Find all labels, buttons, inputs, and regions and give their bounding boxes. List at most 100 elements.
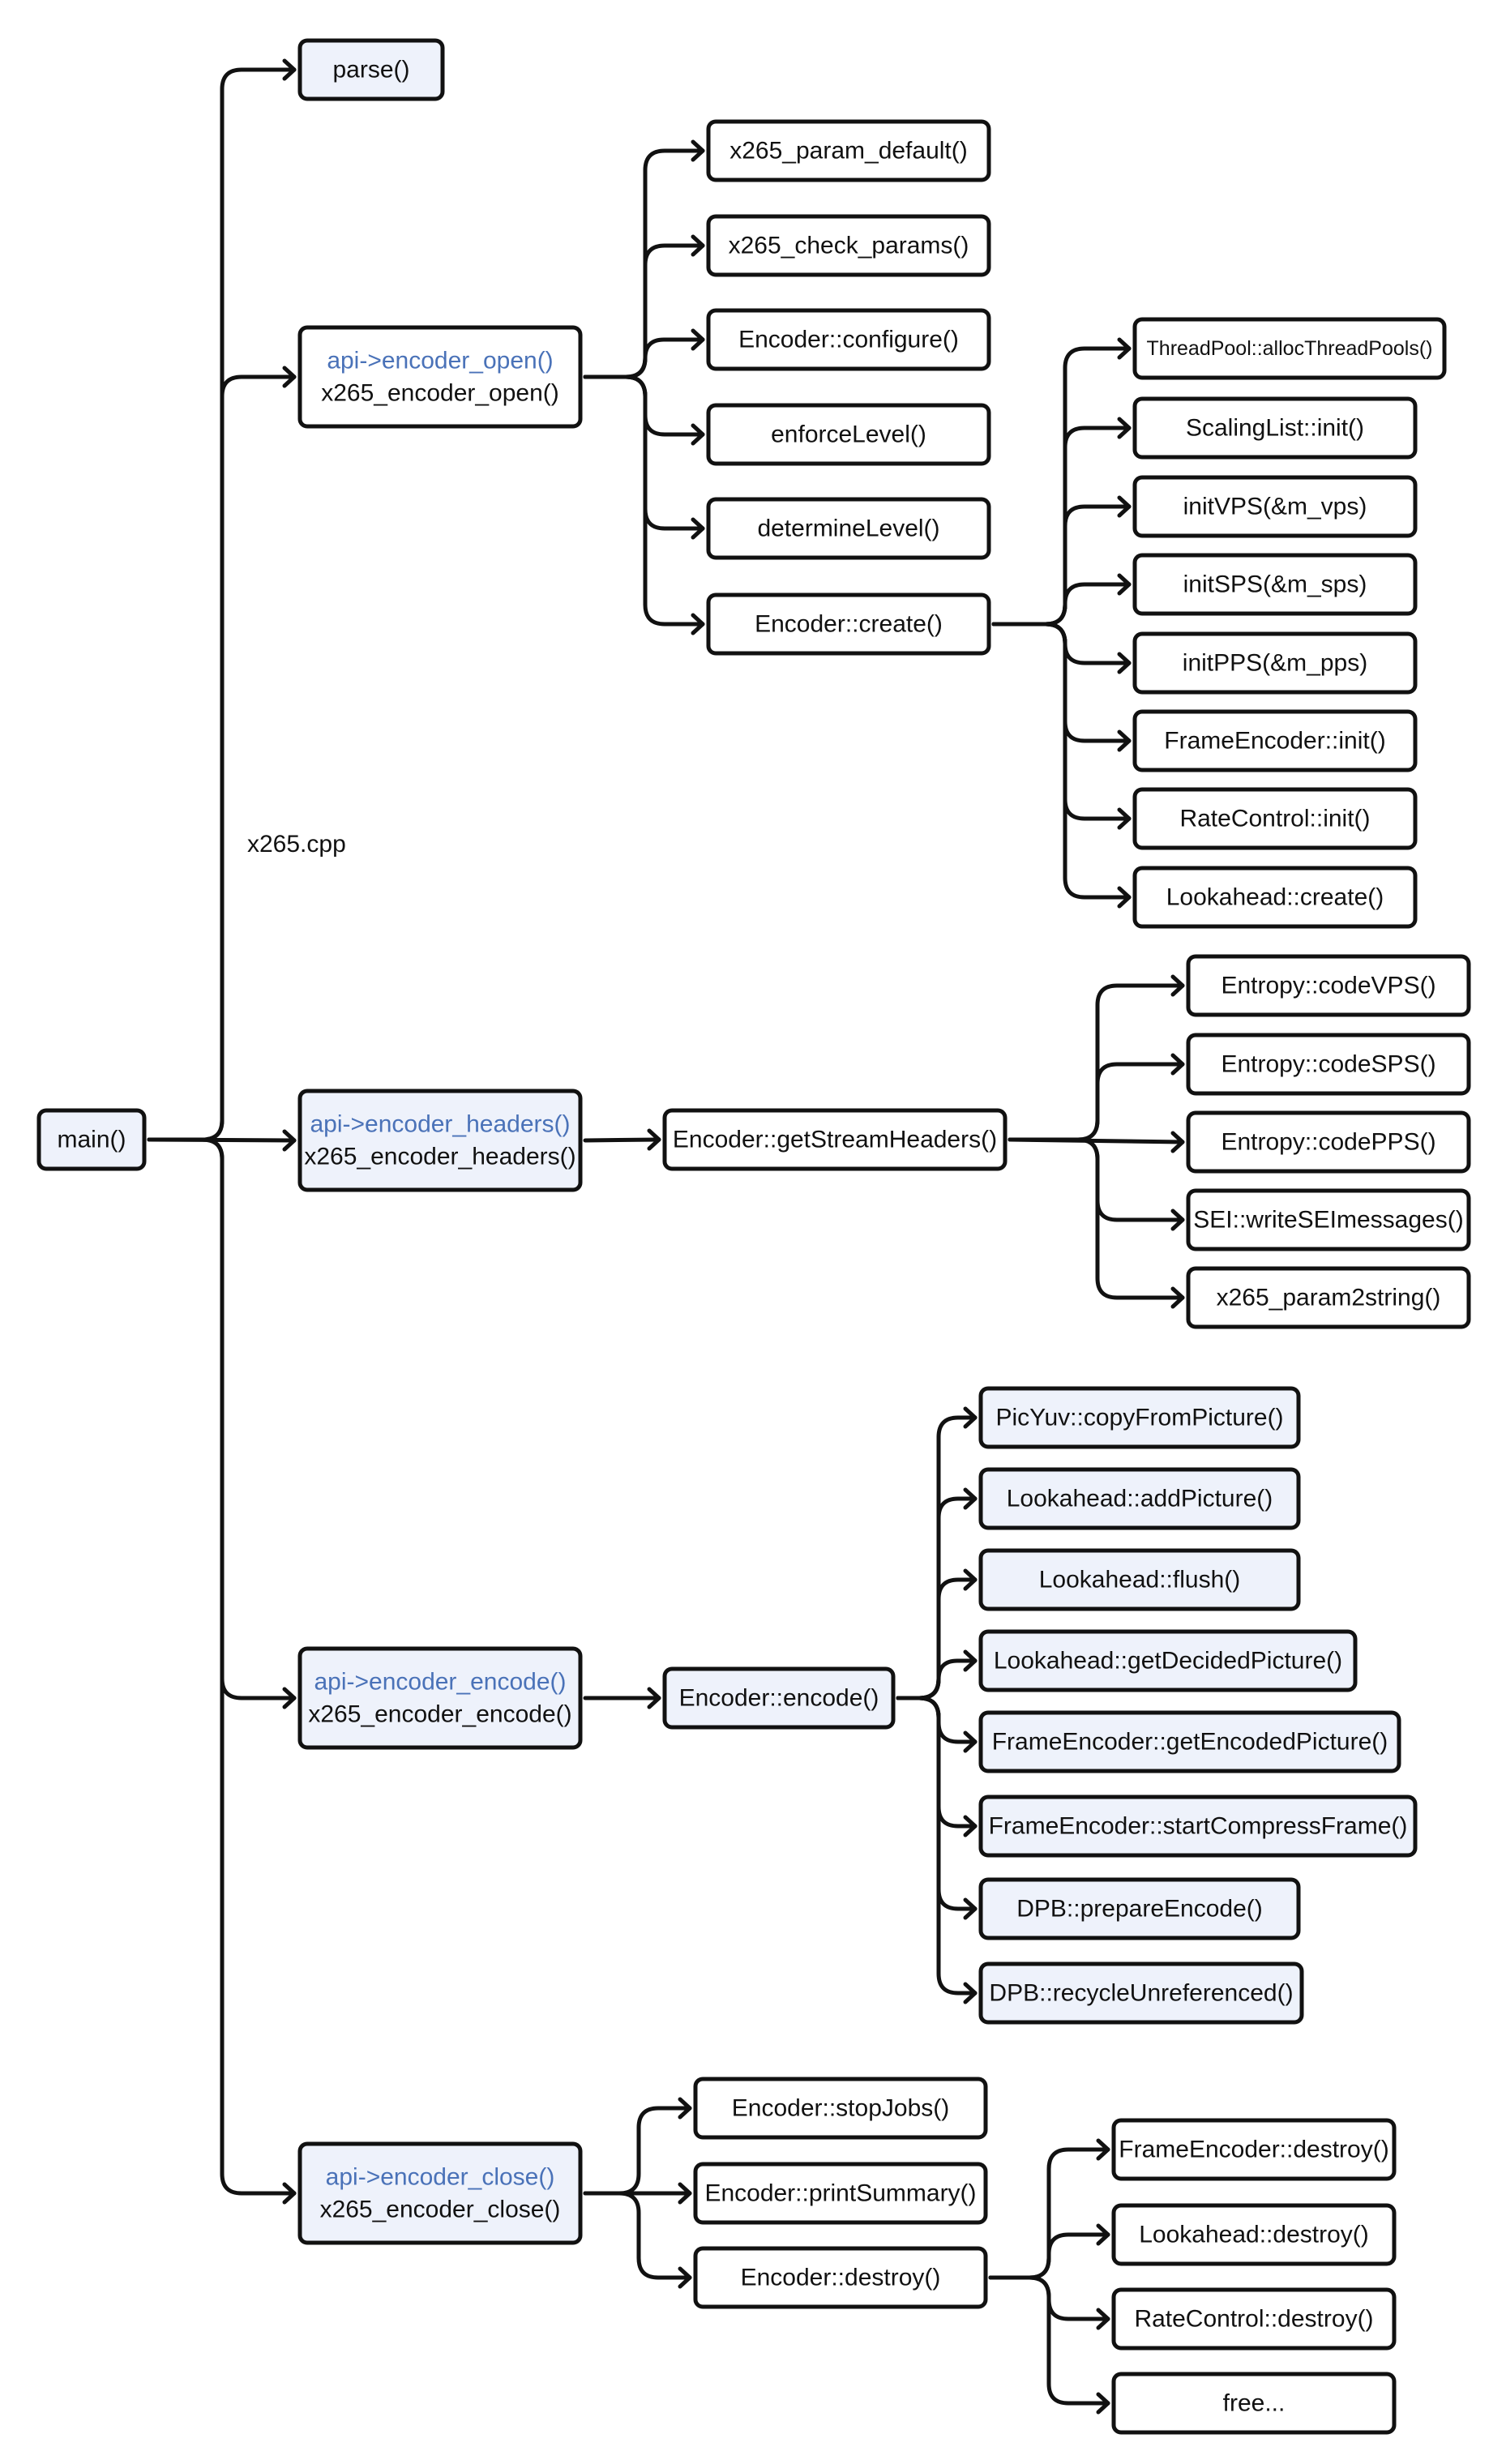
node-code-sps: Entropy::codeSPS() [1186,1033,1471,1096]
arrowhead [691,328,705,351]
file-label: x265.cpp [247,831,346,858]
arrowhead [1170,1131,1185,1153]
node-box [978,1467,1301,1530]
arrowhead [1170,1053,1185,1076]
node-box [706,403,991,466]
edge [991,622,1132,743]
arrowhead [1117,807,1132,830]
arrowhead [1170,974,1185,997]
node-label: Encoder::getStreamHeaders() [673,1127,997,1153]
node-box [1111,2118,1397,2181]
node-box [1132,317,1447,380]
arrowhead [963,1568,978,1591]
arrowhead [691,517,705,540]
arrowhead [963,1406,978,1429]
node-label: x265_check_params() [729,233,969,259]
node-check-params: x265_check_params() [706,214,991,277]
arrowhead [282,1129,297,1152]
edge-group-get-stream-headers [1008,974,1185,1309]
node-encode: Encoder::encode() [662,1666,896,1730]
node-box [297,2141,583,2245]
arrowhead [963,1982,978,2004]
node-free: free... [1111,2372,1397,2435]
node-copy-from-picture: PicYuv::copyFromPicture() [978,1386,1301,1449]
node-label: x265_encoder_headers() [304,1144,575,1170]
arrowhead [963,1649,978,1672]
node-label: Encoder::stopJobs() [732,2095,949,2122]
node-label: enforceLevel() [771,421,926,448]
node-label: api->encoder_close() [326,2164,555,2191]
node-encoder-create: Encoder::create() [706,592,991,656]
node-label: api->encoder_open() [327,348,553,374]
node-lookahead-flush: Lookahead::flush() [978,1548,1301,1611]
node-label: Encoder::printSummary() [704,2180,976,2207]
node-label: Encoder::configure() [738,327,959,353]
arrowhead [647,1128,661,1151]
node-label: Encoder::encode() [679,1685,879,1712]
node-box [706,592,991,656]
node-box [1132,709,1418,772]
node-box [1111,2372,1397,2435]
arrowhead [1117,573,1132,596]
arrowhead [1096,2392,1110,2415]
arrowhead [678,2097,692,2120]
node-label: Encoder::destroy() [741,2265,941,2291]
node-box [1186,1266,1471,1329]
arrowhead [1096,2138,1110,2161]
arrowhead [1096,2308,1110,2330]
node-label: x265_encoder_encode() [308,1701,571,1728]
edge [991,622,1132,821]
node-frame-encoder-destroy: FrameEncoder::destroy() [1111,2118,1397,2181]
node-box [1186,1188,1471,1251]
node-box [36,1108,147,1171]
arrowhead [963,1730,978,1753]
node-box [1132,475,1418,538]
node-box [297,1089,583,1192]
node-start-compress-frame: FrameEncoder::startCompressFrame() [978,1795,1418,1858]
node-box [978,1629,1358,1692]
node-lookahead-destroy: Lookahead::destroy() [1111,2203,1397,2266]
edge-group-encoder-encode [583,1687,661,1709]
node-label: Entropy::codeVPS() [1221,973,1435,999]
node-box [706,214,991,277]
node-box [297,1646,583,1750]
edge [991,504,1132,627]
node-label: parse() [332,57,409,83]
edge-group-encoder-open [583,139,705,635]
node-init-sps: initSPS(&m_sps) [1132,553,1418,616]
arrowhead [691,423,705,446]
arrowhead [963,1897,978,1920]
node-encoder-destroy: Encoder::destroy() [693,2246,988,2309]
node-box [1186,1033,1471,1096]
edge-group-encode [896,1406,978,2004]
nodes-layer: main()parse()api->encoder_open()x265_enc… [36,38,1471,2435]
arrowhead [282,1687,297,1709]
node-write-sei: SEI::writeSEImessages() [1186,1188,1471,1251]
node-code-vps: Entropy::codeVPS() [1186,954,1471,1017]
node-label: Entropy::codePPS() [1221,1129,1435,1156]
edge [991,426,1132,627]
node-label: initSPS(&m_sps) [1183,571,1367,598]
node-label: FrameEncoder::startCompressFrame() [989,1813,1408,1840]
node-enforce-level: enforceLevel() [706,403,991,466]
node-box [706,308,991,371]
node-label: determineLevel() [757,515,939,542]
node-get-encoded-picture: FrameEncoder::getEncodedPicture() [978,1710,1401,1773]
arrowhead [1117,729,1132,752]
node-box [693,2246,988,2309]
node-box [978,1877,1301,1940]
node-label: SEI::writeSEImessages() [1193,1207,1463,1234]
edge [991,582,1132,627]
arrowhead [691,613,705,635]
arrowhead [691,139,705,162]
arrowhead [1170,1208,1185,1231]
edge [583,374,705,627]
edge [583,2191,692,2280]
node-lookahead-create: Lookahead::create() [1132,866,1418,929]
arrowhead [963,1815,978,1837]
node-encoder-close: api->encoder_close()x265_encoder_close() [297,2141,583,2245]
node-init-pps: initPPS(&m_pps) [1132,631,1418,695]
node-init-vps: initVPS(&m_vps) [1132,475,1418,538]
node-param2string: x265_param2string() [1186,1266,1471,1329]
